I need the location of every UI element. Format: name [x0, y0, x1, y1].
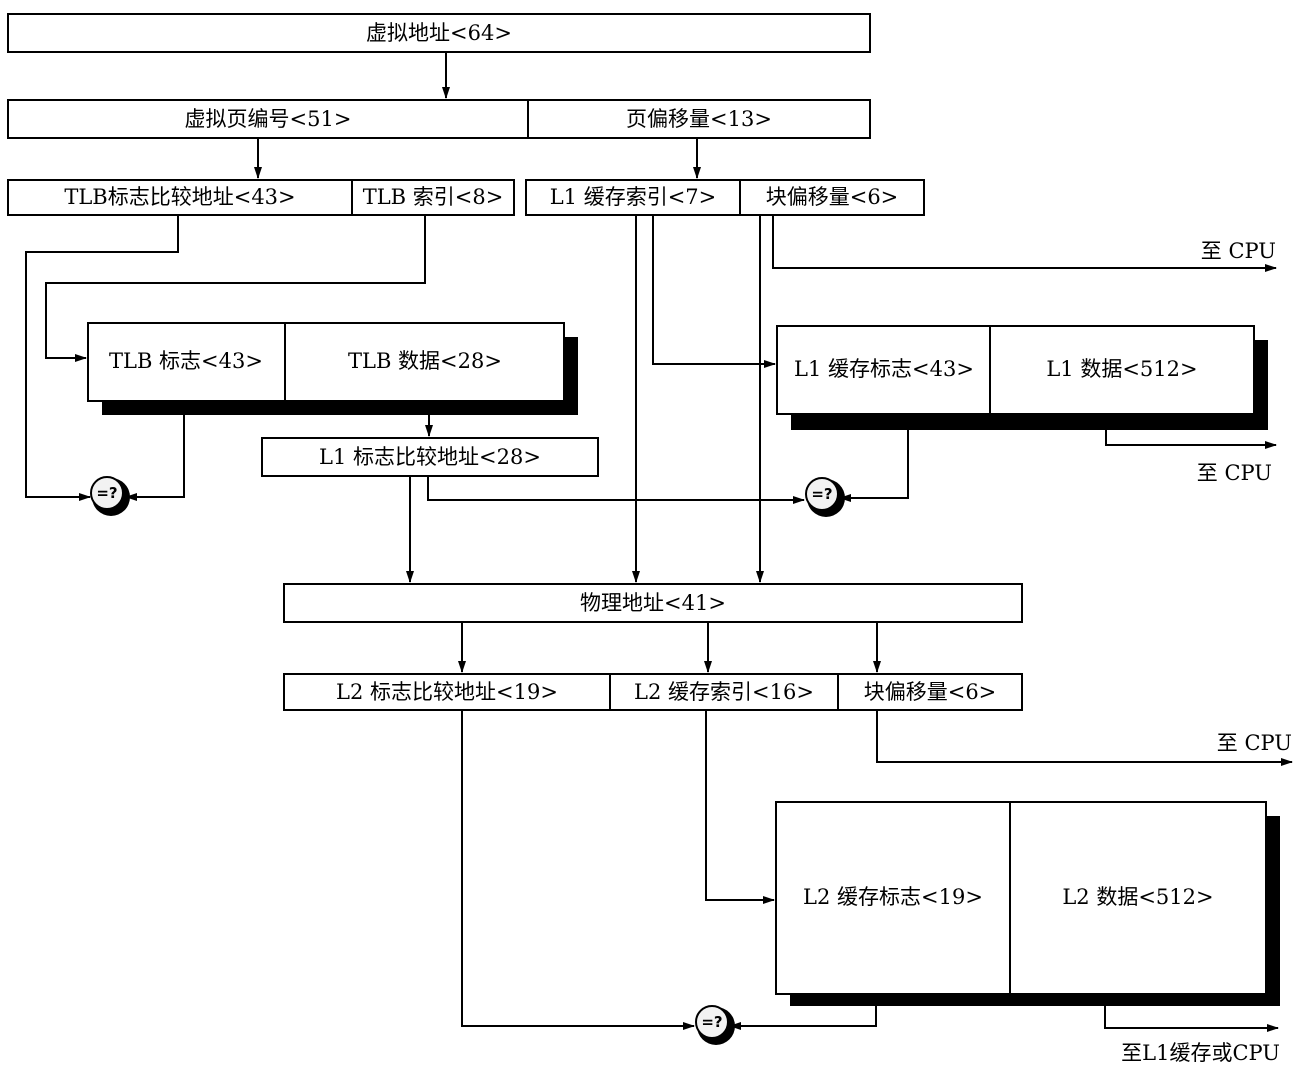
to-cpu-label-2: 至 CPU: [1197, 461, 1272, 485]
arrow-tlb-compare-to-comparator: [25, 215, 179, 501]
l1-comparator-symbol: =?: [811, 485, 832, 503]
tlb-comparator: =?: [90, 476, 130, 516]
arrow-l2-offset-to-cpu: [876, 710, 1293, 766]
l1-cache-index-label: L1 缓存索引<7>: [550, 185, 717, 209]
arrow-l1-tag-to-comparator: [839, 430, 909, 502]
tlb-tag-compare-label: TLB标志比较地址<43>: [64, 185, 295, 209]
page-offset-box: [527, 99, 871, 139]
tlb-tag-label: TLB 标志<43>: [109, 349, 263, 373]
arrow-tlb-index-to-tlb: [45, 215, 426, 362]
l1-tag-compare-box: [261, 437, 599, 477]
to-l1-or-cpu-label: 至L1缓存或CPU: [1121, 1041, 1280, 1065]
tlb-index-box: [351, 179, 515, 216]
l2-cache-box: [775, 801, 1267, 995]
l2-comparator-symbol: =?: [701, 1013, 722, 1031]
l1-tag-compare-label: L1 标志比较地址<28>: [319, 445, 541, 469]
physical-address-label: 物理地址<41>: [580, 591, 726, 615]
l2-cache-index-label: L2 缓存索引<16>: [634, 680, 814, 704]
arrow-l1-offset-to-cpu: [772, 215, 1277, 272]
physical-address-box: [283, 583, 1023, 623]
virtual-address-label: 虚拟地址<64>: [366, 21, 512, 45]
virtual-page-number-box: [7, 99, 529, 139]
arrow-l2-tag-to-comparator: [729, 1006, 877, 1030]
page-offset-label: 页偏移量<13>: [626, 107, 772, 131]
l2-block-offset-label: 块偏移量<6>: [864, 680, 997, 704]
arrow-l2-data-out: [1104, 1006, 1279, 1032]
tlb-comparator-symbol: =?: [96, 484, 117, 502]
to-cpu-label-1: 至 CPU: [1201, 239, 1276, 263]
arrow-tlb-tag-to-comparator: [125, 415, 185, 501]
l2-tag-compare-label: L2 标志比较地址<19>: [336, 680, 558, 704]
tlb-index-label: TLB 索引<8>: [363, 185, 504, 209]
virtual-address-box: [7, 13, 871, 53]
virtual-page-number-label: 虚拟页编号<51>: [185, 107, 352, 131]
l2-cache-index-box: [609, 673, 839, 711]
l1-block-offset-box: [739, 179, 925, 216]
to-cpu-label-3: 至 CPU: [1217, 731, 1292, 755]
l1-comparator: =?: [805, 477, 845, 517]
l1-cache-index-box: [525, 179, 741, 216]
arrow-l1-index-to-cache: [652, 215, 776, 368]
l1-cache-tag-label: L1 缓存标志<43>: [794, 357, 974, 381]
arrow-l2-compare-to-comparator: [461, 710, 695, 1030]
l1-block-offset-label: 块偏移量<6>: [766, 185, 899, 209]
tlb-box: [87, 322, 565, 402]
arrow-l1-compare-to-comparator: [427, 476, 805, 504]
l2-cache-tag-label: L2 缓存标志<19>: [803, 885, 983, 909]
l2-comparator: =?: [695, 1005, 735, 1045]
arrow-l1-data-to-cpu: [1105, 430, 1277, 449]
arrow-l2-index-to-cache: [705, 710, 775, 904]
tlb-data-label: TLB 数据<28>: [348, 349, 502, 373]
l2-tag-compare-box: [283, 673, 611, 711]
tlb-tag-compare-box: [7, 179, 353, 216]
l1-cache-box: [776, 325, 1255, 415]
l2-data-label: L2 数据<512>: [1062, 885, 1213, 909]
l2-block-offset-box: [837, 673, 1023, 711]
l1-data-label: L1 数据<512>: [1046, 357, 1197, 381]
